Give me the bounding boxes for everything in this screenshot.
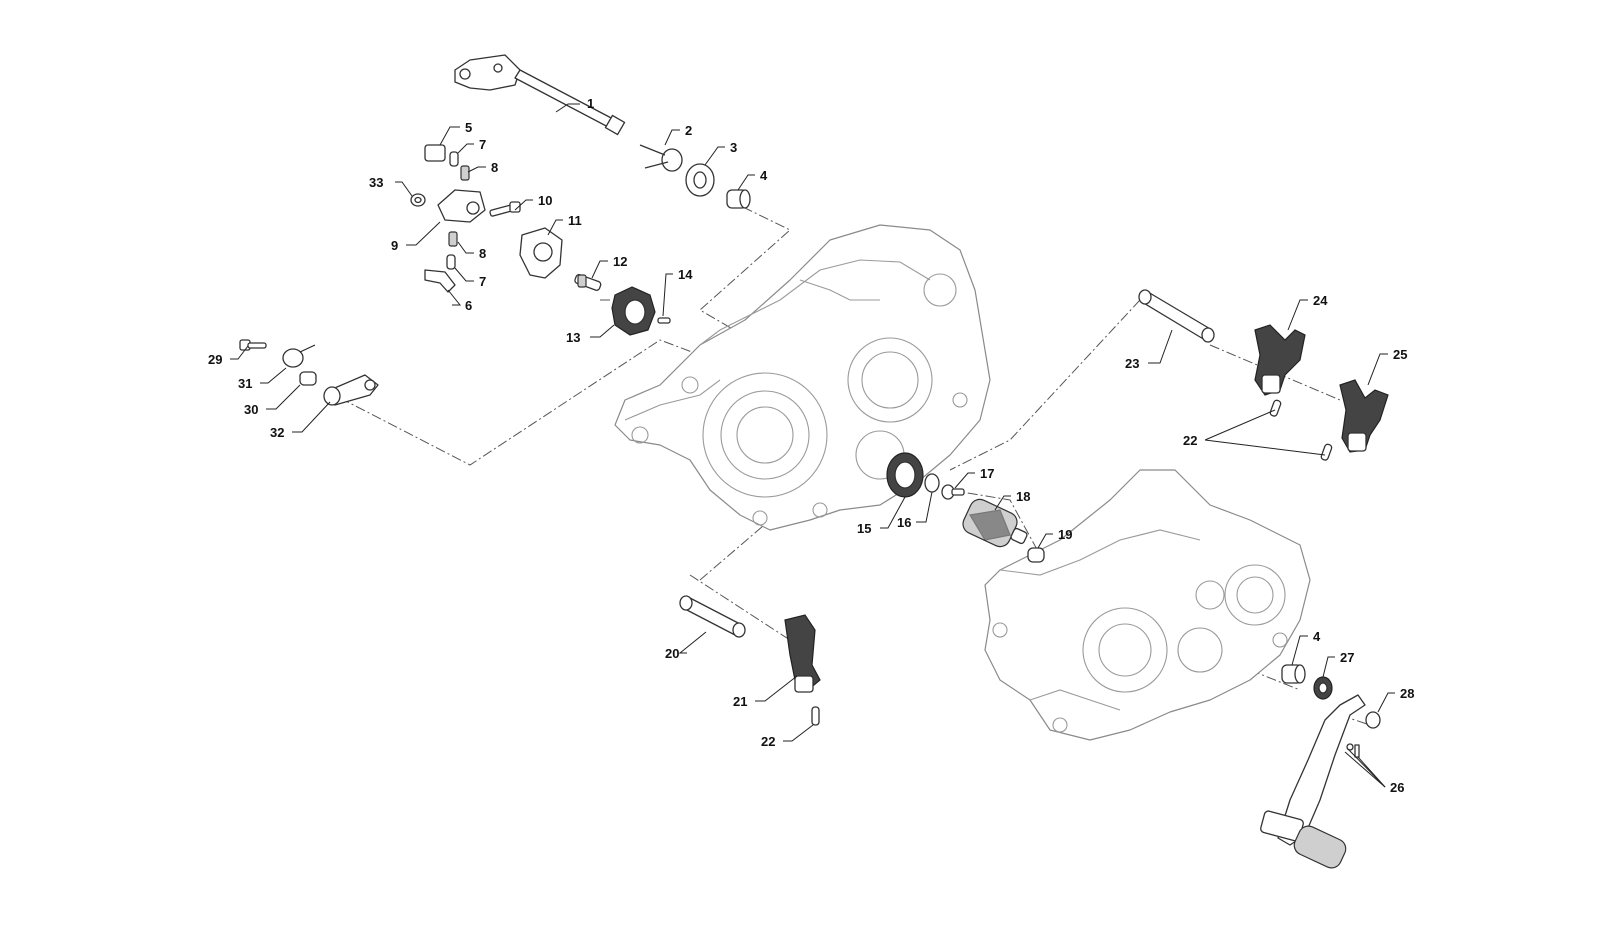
- part-21-shift-fork: [784, 614, 821, 693]
- callout-7-upper: 7: [479, 137, 486, 152]
- callout-23: 23: [1125, 356, 1139, 371]
- part-22-pin-lower: [811, 706, 820, 726]
- part-24-shift-fork: [1254, 324, 1306, 396]
- part-8-spring-lower: [448, 231, 458, 247]
- part-4-bushing-lower: [1281, 664, 1306, 684]
- callout-28: 28: [1400, 686, 1414, 701]
- part-19-bushing: [1027, 547, 1045, 563]
- callout-1: 1: [587, 96, 594, 111]
- part-3-washer: [685, 163, 715, 197]
- callout-33: 33: [369, 175, 383, 190]
- crankcase-half-left: [614, 224, 991, 531]
- part-2-spring: [639, 144, 683, 172]
- part-32-arm: [323, 374, 379, 406]
- callout-16: 16: [897, 515, 911, 530]
- part-25-shift-fork: [1339, 379, 1389, 453]
- callout-17: 17: [980, 466, 994, 481]
- part-26-shift-pedal: [1260, 694, 1366, 869]
- callout-14: 14: [678, 267, 693, 282]
- crankcase-half-right: [984, 469, 1311, 741]
- part-5-pad: [424, 144, 446, 162]
- part-23-fork-shaft: [1138, 289, 1215, 343]
- callout-10: 10: [538, 193, 552, 208]
- callout-2: 2: [685, 123, 692, 138]
- callout-25: 25: [1393, 347, 1407, 362]
- leader-lines: [230, 103, 1395, 788]
- callout-3: 3: [730, 140, 737, 155]
- callout-9: 9: [391, 238, 398, 253]
- callout-8-lower: 8: [479, 246, 486, 261]
- callout-24: 24: [1313, 293, 1328, 308]
- callout-15: 15: [857, 521, 871, 536]
- callout-11: 11: [568, 213, 582, 228]
- part-14-dowel: [657, 317, 671, 324]
- part-31-spring: [282, 344, 316, 368]
- callout-18: 18: [1016, 489, 1030, 504]
- part-11-plate: [519, 227, 563, 279]
- part-8-spring-upper: [460, 165, 470, 181]
- callout-32: 32: [270, 425, 284, 440]
- part-15-seal: [886, 452, 924, 498]
- callout-13: 13: [566, 330, 580, 345]
- callout-5: 5: [465, 120, 472, 135]
- part-7-pin-lower: [446, 254, 456, 270]
- callout-30: 30: [244, 402, 258, 417]
- callout-31: 31: [238, 376, 252, 391]
- part-27-seal: [1313, 676, 1333, 700]
- part-7-pin-upper: [449, 151, 459, 167]
- callout-6: 6: [465, 298, 472, 313]
- callout-labels: 1 2 3 4 5 7 8 33 9 10 11 8 7 6 12 14 13 …: [208, 96, 1414, 795]
- part-33-ring: [410, 193, 426, 207]
- part-29-bolt: [239, 339, 267, 351]
- part-1-shift-shaft: [454, 54, 626, 136]
- callout-26: 26: [1390, 780, 1404, 795]
- part-13-star-wheel: [611, 286, 656, 336]
- part-12-stud: [574, 273, 602, 291]
- callout-8-upper: 8: [491, 160, 498, 175]
- callout-22-upper: 22: [1183, 433, 1197, 448]
- part-17-screw: [941, 484, 965, 500]
- part-9-shift-lever: [437, 189, 486, 223]
- callout-29: 29: [208, 352, 222, 367]
- callout-12: 12: [613, 254, 627, 269]
- callout-22-lower: 22: [761, 734, 775, 749]
- callout-4-lower: 4: [1313, 629, 1321, 644]
- part-30-bushing: [299, 371, 317, 386]
- callout-7-lower: 7: [479, 274, 486, 289]
- callout-21: 21: [733, 694, 747, 709]
- part-22-pins-upper: [1269, 399, 1333, 461]
- part-28-circlip: [1365, 711, 1381, 729]
- part-4-bushing-upper: [726, 189, 751, 209]
- part-18-shift-drum: [962, 498, 1028, 548]
- callout-4-upper: 4: [760, 168, 768, 183]
- part-10-bolt: [489, 201, 521, 217]
- part-6-pawl: [424, 269, 456, 293]
- callout-19: 19: [1058, 527, 1072, 542]
- callout-27: 27: [1340, 650, 1354, 665]
- part-20-fork-shaft: [679, 595, 746, 638]
- callout-20: 20: [665, 646, 679, 661]
- part-16-washer: [924, 473, 940, 493]
